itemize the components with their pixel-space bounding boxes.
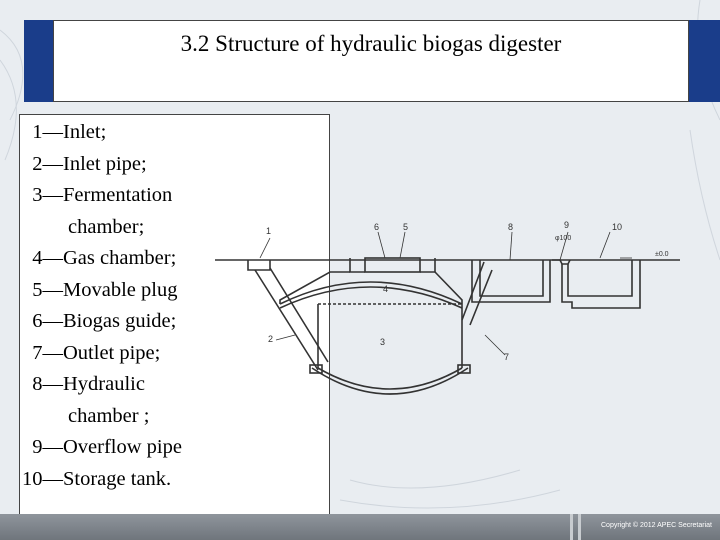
legend-number: 2—: [32, 152, 63, 175]
legend-item: 4—Gas chamber;: [20, 243, 198, 275]
pipe-diameter-label: φ100: [555, 235, 571, 242]
legend-item-continuation: chamber;: [68, 215, 145, 238]
slide-title: 3.2 Structure of hydraulic biogas digest…: [180, 31, 562, 56]
label-10: 10: [612, 222, 622, 232]
legend-number: 3—: [32, 184, 63, 206]
legend-item: 2—Inlet pipe;: [20, 149, 198, 181]
legend-item: 3—Fermentation: [20, 180, 198, 212]
legend-text: Storage tank.: [63, 467, 172, 490]
legend-item: 10—Storage tank.: [20, 464, 198, 496]
legend-text: Overflow pipe: [63, 436, 182, 458]
legend-number: 7—: [32, 341, 63, 364]
legend-text: Gas chamber;: [63, 247, 177, 269]
footer-bar: Copyright © 2012 APEC Secretariat: [0, 514, 720, 540]
legend-item-continuation: chamber ;: [68, 404, 150, 427]
legend-number: 4—: [32, 247, 63, 269]
chamber-bottom: [317, 367, 463, 390]
title-box: 3.2 Structure of hydraulic biogas digest…: [53, 20, 689, 102]
legend-text: Inlet;: [63, 121, 107, 143]
gas-dome: [279, 281, 463, 305]
footer-stripe: [570, 514, 573, 540]
label-9: 9: [564, 220, 569, 230]
legend-item: 6—Biogas guide;: [20, 306, 198, 338]
storage-tank: [561, 260, 641, 309]
legend-item: 8—Hydraulic: [20, 369, 198, 401]
label-8: 8: [508, 222, 513, 232]
ground-level-label: ±0.0: [655, 251, 669, 258]
legend-number: 9—: [32, 436, 63, 458]
movable-plug: [364, 257, 421, 273]
legend-item: 1—Inlet;: [20, 117, 198, 149]
legend-number: 5—: [32, 278, 63, 301]
label-1: 1: [266, 226, 271, 236]
legend-text: Biogas guide;: [63, 310, 177, 332]
footer-stripe: [578, 514, 581, 540]
legend-number: 8—: [32, 373, 63, 395]
label-5: 5: [403, 222, 408, 232]
label-6: 6: [374, 222, 379, 232]
digester-diagram: 1 2 3 4 5 6 7 8 9 10 φ100 ±0.0: [215, 220, 680, 395]
label-7: 7: [504, 352, 509, 362]
legend-number: 6—: [32, 310, 63, 332]
legend-text: Outlet pipe;: [63, 341, 161, 364]
hydraulic-chamber: [471, 260, 551, 303]
legend-text: Inlet pipe;: [63, 152, 147, 175]
label-2: 2: [268, 334, 273, 344]
inlet-funnel: [247, 260, 271, 271]
label-4: 4: [383, 284, 388, 294]
legend-item: 5—Movable plug: [20, 275, 198, 307]
legend-item: 9—Overflow pipe: [20, 432, 198, 464]
legend-text: Fermentation: [63, 184, 173, 206]
legend-number: 1—: [32, 121, 63, 143]
legend-text: Movable plug: [63, 278, 178, 301]
inlet-pipe: [254, 267, 329, 371]
legend-item: 7—Outlet pipe;: [20, 338, 198, 370]
outlet-pipe: [461, 261, 493, 326]
copyright-text: Copyright © 2012 APEC Secretariat: [601, 522, 712, 529]
label-3: 3: [380, 337, 385, 347]
legend-text: Hydraulic: [63, 373, 145, 395]
legend-number: 10—: [22, 467, 63, 490]
